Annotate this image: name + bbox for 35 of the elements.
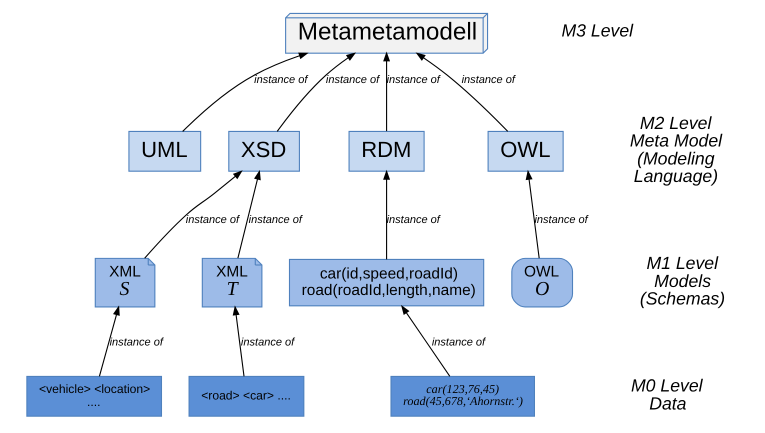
label: M2 Level Meta Model (Modeling Language) xyxy=(629,112,722,186)
arrow xyxy=(276,52,356,132)
node-box: <vehicle> <location> .... xyxy=(26,375,162,416)
node-box: RDM xyxy=(348,130,424,172)
edge-label: instance of xyxy=(386,73,440,86)
node-box: UML xyxy=(128,130,201,172)
label: M1 Level Models (Schemas) xyxy=(639,252,725,308)
arrow xyxy=(182,52,308,132)
edge-label: instance of xyxy=(109,336,162,348)
node-box: car(id,speed,roadId) road(roadId,length,name) xyxy=(288,258,484,306)
edge-label: instance of xyxy=(431,336,485,348)
arrow xyxy=(98,304,120,376)
arrow xyxy=(382,169,390,259)
edge-label: instance of xyxy=(325,73,379,86)
node-box: OWL O xyxy=(510,257,573,307)
node-box: OWL xyxy=(487,130,564,172)
label: M0 Level Data xyxy=(630,375,702,413)
arrow xyxy=(144,170,242,258)
edge-label: instance of xyxy=(534,214,588,226)
edge-label: instance of xyxy=(248,214,302,226)
edge-label: instance of xyxy=(240,336,294,348)
node-box: <road> <car> .... xyxy=(188,375,304,416)
node-box: car(123,76,45) road(45,678,‘Ahornstr.‘) xyxy=(390,375,534,416)
edge-label: instance of xyxy=(461,73,514,86)
label: M3 Level xyxy=(560,20,633,40)
arrow xyxy=(232,304,244,376)
edge-label: instance of xyxy=(254,73,307,86)
arrow xyxy=(236,169,260,258)
arrow xyxy=(382,50,390,131)
edge-label: instance of xyxy=(386,214,440,226)
node-box: XSD xyxy=(228,130,300,172)
edge-label: instance of xyxy=(185,214,239,226)
arrow xyxy=(525,169,540,258)
arrow xyxy=(400,304,450,376)
arrow xyxy=(415,52,508,132)
